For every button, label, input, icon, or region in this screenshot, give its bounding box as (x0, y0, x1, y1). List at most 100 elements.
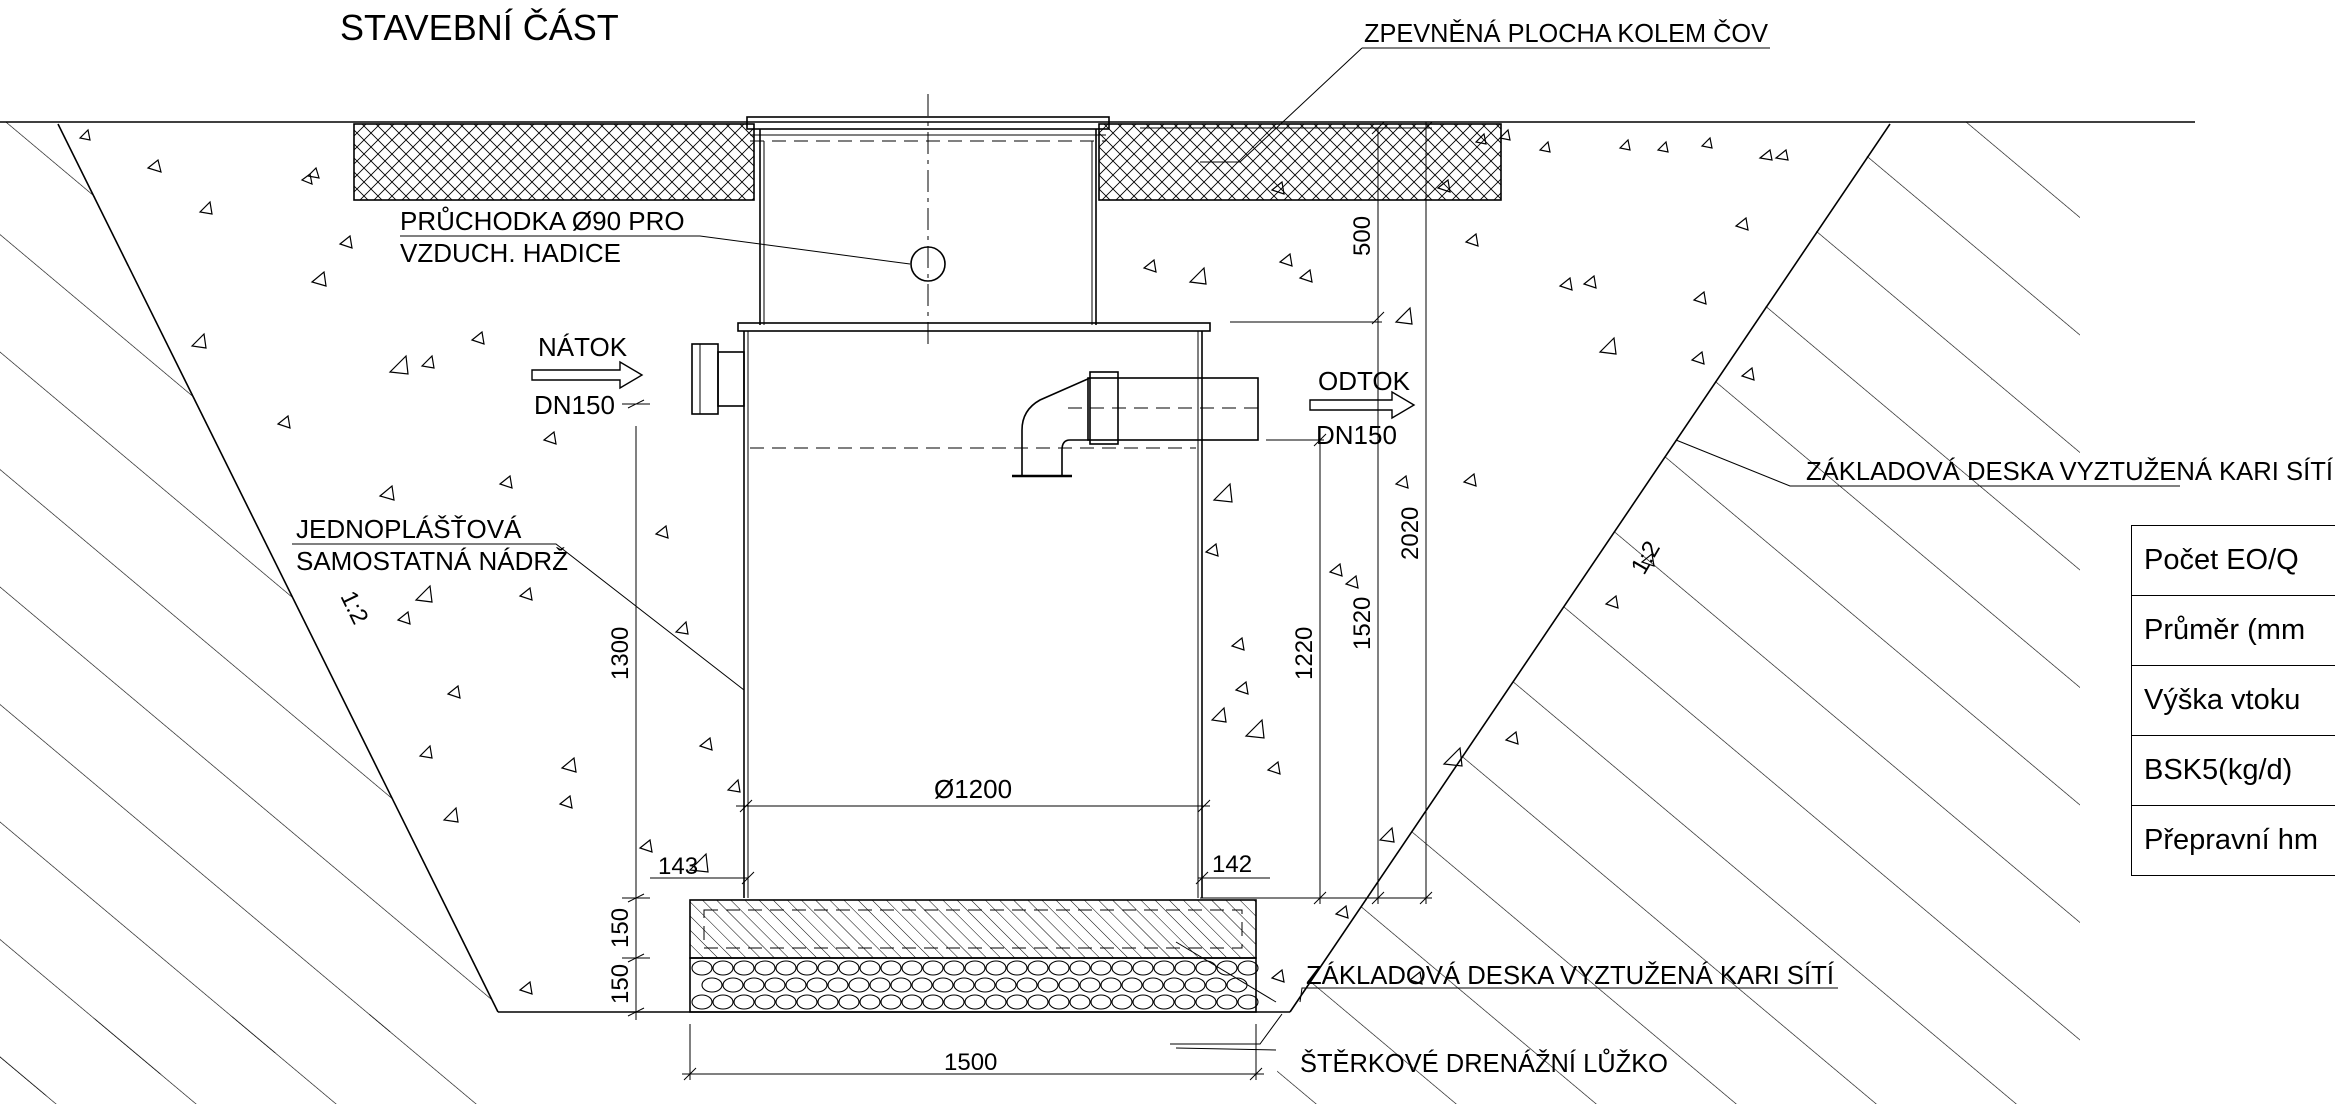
table-row: Přepravní hm (2131, 805, 2335, 876)
gravel-stone (691, 960, 713, 976)
gravel-stone (796, 994, 818, 1010)
gravel-stone (1216, 994, 1238, 1010)
gravel-stone (817, 994, 839, 1010)
gravel-stone (785, 977, 807, 993)
label-inflow: NÁTOK (538, 332, 628, 362)
table-row: Počet EO/Q (2131, 525, 2335, 596)
label-slope-left: 1:2 (335, 587, 374, 629)
gravel-stone (1195, 994, 1217, 1010)
leader-lines (292, 47, 2180, 1051)
table-cell-bsk5: BSK5(kg/d) (2131, 735, 2335, 806)
gravel-stone (943, 994, 965, 1010)
gravel-stone (985, 994, 1007, 1010)
dim-143: 143 (658, 853, 698, 880)
gravel-stone (1027, 994, 1049, 1010)
gravel-stone (1216, 960, 1238, 976)
dim-500: 500 (1349, 216, 1376, 256)
gravel-stone (1048, 960, 1070, 976)
gravel-stone (985, 960, 1007, 976)
dim-2020: 2020 (1397, 507, 1424, 560)
table-row: BSK5(kg/d) (2131, 735, 2335, 806)
gravel-stone (701, 977, 723, 993)
gravel-stone (922, 960, 944, 976)
gravel-stone (1153, 994, 1175, 1010)
label-base-slab-right: ZÁKLADOVÁ DESKA VYZTUŽENÁ KARI SÍTÍ (1806, 456, 2334, 486)
base-slab (689, 899, 1257, 959)
label-outflow-dn: DN150 (1316, 420, 1397, 450)
gravel-stone (1163, 977, 1185, 993)
gravel-stone (1174, 960, 1196, 976)
dim-diameter: Ø1200 (934, 774, 1012, 804)
table-row: Průměr (mm (2131, 595, 2335, 666)
concrete-aggregate-symbols (78, 128, 1789, 995)
gravel-stone (943, 960, 965, 976)
gravel-stone (1132, 994, 1154, 1010)
gravel-stone (1153, 960, 1175, 976)
gravel-stone (817, 960, 839, 976)
gravel-stone (764, 977, 786, 993)
table-cell-diameter: Průměr (mm (2131, 595, 2335, 666)
gravel-stone (964, 994, 986, 1010)
table-cell-inlet-height: Výška vtoku (2131, 665, 2335, 736)
gravel-stone (1037, 977, 1059, 993)
drawing-title: STAVEBNÍ ČÁST (340, 7, 619, 48)
gravel-stone (1006, 960, 1028, 976)
gravel-bed (689, 957, 1259, 1013)
dim-150-upper: 150 (607, 908, 634, 948)
gravel-stone (1069, 994, 1091, 1010)
gravel-stone (848, 977, 870, 993)
label-gravel-bed: ŠTĚRKOVÉ DRENÁŽNÍ LŮŽKO (1300, 1047, 1668, 1078)
gravel-stone (1048, 994, 1070, 1010)
gravel-stone (1111, 994, 1133, 1010)
gravel-stone (880, 994, 902, 1010)
gravel-stone (964, 960, 986, 976)
dim-1520: 1520 (1349, 597, 1376, 650)
label-inflow-dn: DN150 (534, 390, 615, 420)
table-row: Výška vtoku (2131, 665, 2335, 736)
gravel-stone (1226, 977, 1248, 993)
gravel-stone (1090, 960, 1112, 976)
label-paved-area: ZPEVNĚNÁ PLOCHA KOLEM ČOV (1364, 18, 1769, 48)
dim-150-lower: 150 (607, 964, 634, 1004)
gravel-stone (1058, 977, 1080, 993)
gravel-stone (1237, 994, 1259, 1010)
gravel-stone (733, 960, 755, 976)
gravel-stone (1079, 977, 1101, 993)
inflow-arrow-icon (531, 360, 644, 390)
parameter-table: Počet EO/Q Průměr (mm Výška vtoku BSK5(k… (2131, 525, 2335, 876)
dimension-lines (622, 121, 1433, 1081)
label-base-slab-bottom: ZÁKLADOVÁ DESKA VYZTUŽENÁ KARI SÍTÍ (1306, 960, 1835, 990)
gravel-stone (1184, 977, 1206, 993)
gravel-stone (1006, 994, 1028, 1010)
gravel-stone (1027, 960, 1049, 976)
gravel-stone (775, 960, 797, 976)
gravel-stone (859, 994, 881, 1010)
gravel-stone (1090, 994, 1112, 1010)
table-cell-transport-weight: Přepravní hm (2131, 805, 2335, 876)
gravel-stone (1121, 977, 1143, 993)
gravel-stone (1016, 977, 1038, 993)
tank-body (737, 322, 1211, 898)
gravel-stone (932, 977, 954, 993)
gravel-stone (691, 994, 713, 1010)
label-passage-line1: PRŮCHODKA Ø90 PRO (400, 205, 685, 236)
dim-1220: 1220 (1291, 627, 1318, 680)
outflow-arrow-icon (1309, 390, 1416, 420)
label-outflow: ODTOK (1318, 366, 1411, 396)
gravel-stone (880, 960, 902, 976)
outlet-pipe (1012, 371, 1260, 478)
table-cell-eo: Počet EO/Q (2131, 525, 2335, 596)
gravel-stone (901, 994, 923, 1010)
dim-1500: 1500 (944, 1049, 997, 1076)
gravel-stone (1111, 960, 1133, 976)
dim-1300: 1300 (607, 627, 634, 680)
label-tank-line2: SAMOSTATNÁ NÁDRŽ (296, 546, 568, 576)
gravel-stone (838, 960, 860, 976)
flow-arrows (531, 360, 1416, 420)
gravel-stone (911, 977, 933, 993)
dim-142: 142 (1212, 851, 1252, 878)
gravel-stone (1069, 960, 1091, 976)
gravel-stone (1174, 994, 1196, 1010)
gravel-stone (1142, 977, 1164, 993)
